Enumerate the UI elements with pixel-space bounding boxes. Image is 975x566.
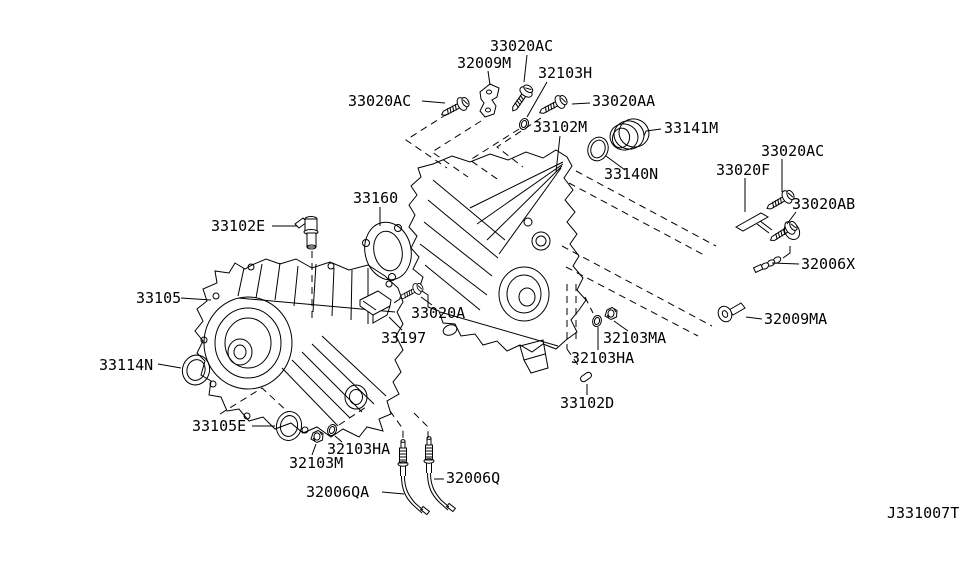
- sensor-32006QA: [397, 439, 430, 516]
- plug-33102D: [580, 371, 592, 383]
- bracket-33197: [359, 290, 392, 324]
- diagram-code: J331007T: [887, 504, 960, 522]
- part-label-33160: 33160: [353, 189, 399, 207]
- bracket-32009M: [479, 83, 500, 118]
- capnut-32103MA: [604, 307, 618, 320]
- dashed-leader-lines: [219, 113, 717, 440]
- part-label-33105: 33105: [136, 289, 182, 307]
- part-label-33114N: 33114N: [99, 356, 154, 374]
- nut-32103M: [310, 430, 324, 443]
- label-leader-lines: [157, 54, 800, 495]
- part-label-33020AC-left: 33020AC: [348, 92, 412, 110]
- part-label-33020A: 33020A: [411, 304, 466, 322]
- sensor-bolt-33020AB: [766, 218, 801, 247]
- part-label-33020AC-right: 33020AC: [761, 142, 825, 160]
- clip-32009MA: [717, 302, 746, 323]
- part-label-33020AC-top: 33020AC: [490, 37, 554, 55]
- seal-33105E: [275, 411, 303, 441]
- bolt-33020AC-left: [437, 94, 472, 122]
- part-label-33102D: 33102D: [560, 394, 615, 412]
- part-label-33020AA: 33020AA: [592, 92, 656, 110]
- bracket-33020F: [734, 212, 773, 234]
- cap-33141M: [609, 118, 650, 151]
- part-label-33020AB: 33020AB: [792, 195, 856, 213]
- gasket-33160: [362, 221, 412, 281]
- part-label-33105E: 33105E: [192, 417, 247, 435]
- part-label-32103HA-lower: 32103HA: [327, 440, 391, 458]
- sensor-33102E: [294, 216, 319, 250]
- part-label-32006Q: 32006Q: [446, 469, 501, 487]
- part-label-32009M: 32009M: [457, 54, 512, 72]
- bolt-33020AA: [535, 92, 570, 120]
- part-label-33141M: 33141M: [664, 119, 719, 137]
- part-label-32103HA-upper: 32103HA: [571, 349, 635, 367]
- seal-33140N: [587, 136, 609, 162]
- part-label-33102E: 33102E: [211, 217, 266, 235]
- part-label-32103MA: 32103MA: [603, 329, 667, 347]
- oring-32103H: [517, 116, 531, 132]
- part-label-32009MA: 32009MA: [764, 310, 828, 328]
- bolt-33020A: [396, 280, 426, 304]
- part-label-33197: 33197: [381, 329, 427, 347]
- part-label-32006QA: 32006QA: [306, 483, 370, 501]
- rear-case: [408, 149, 587, 374]
- oring-32103HA-upper: [590, 313, 604, 329]
- switch-32006X: [752, 246, 791, 274]
- part-label-33140N: 33140N: [604, 165, 659, 183]
- part-label-32103H: 32103H: [538, 64, 593, 82]
- part-label-32103M: 32103M: [289, 454, 344, 472]
- part-label-33020F: 33020F: [716, 161, 771, 179]
- part-label-32006X: 32006X: [801, 255, 856, 273]
- front-case-33105: [194, 258, 404, 438]
- part-label-33102M: 33102M: [533, 118, 588, 136]
- seal-33114N: [181, 354, 211, 386]
